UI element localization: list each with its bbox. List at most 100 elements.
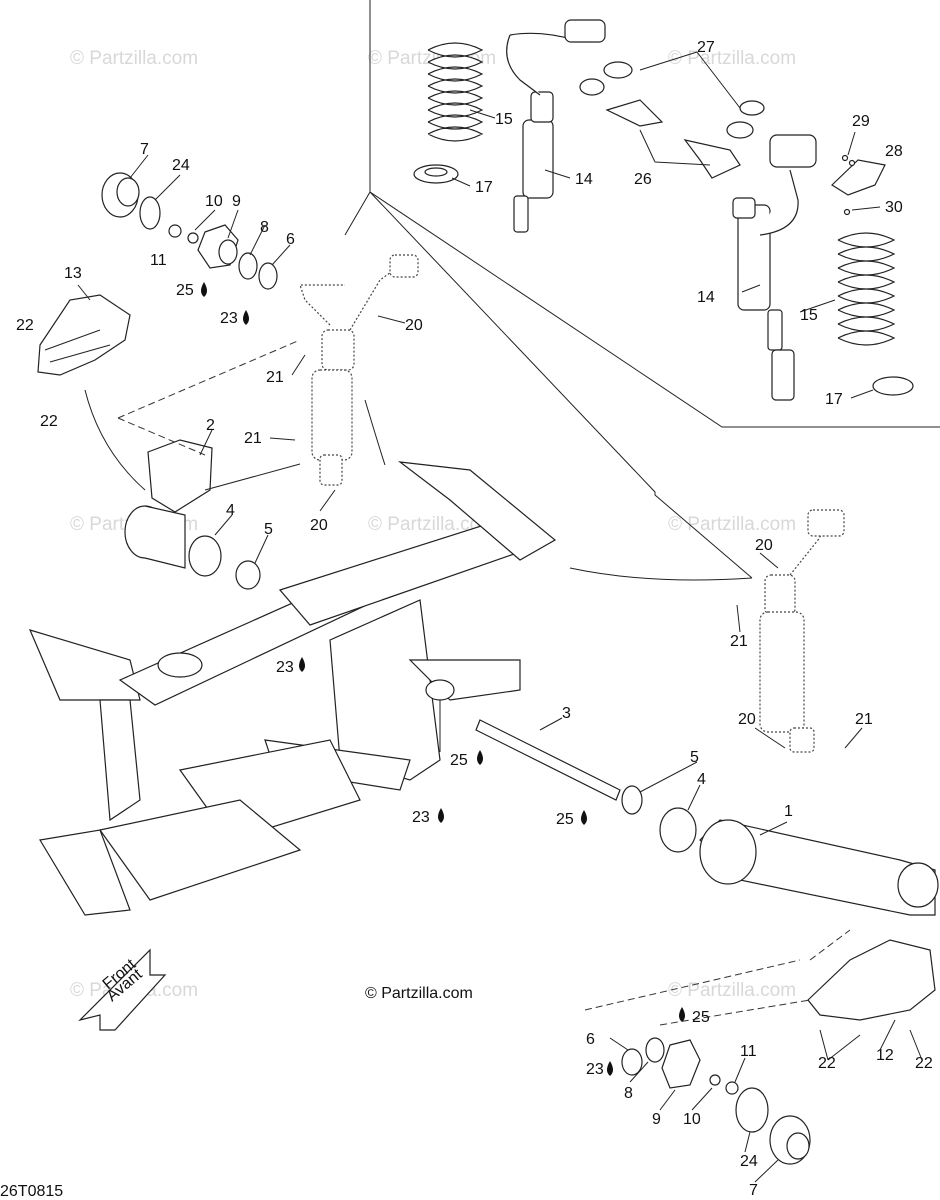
swing-arm-1-end — [897, 862, 939, 908]
callout-23: 23 — [276, 659, 294, 676]
guard-13-ribs — [44, 329, 111, 363]
watermark: © Partzilla.com — [70, 48, 198, 69]
callout-23: 23 — [586, 1061, 604, 1078]
callout-29: 29 — [852, 113, 870, 130]
callout-15: 15 — [495, 111, 513, 128]
callout-20: 20 — [755, 537, 773, 554]
shock-absorber-standard — [299, 254, 419, 486]
callout-leaders — [77, 51, 923, 1183]
callout-22: 22 — [915, 1055, 933, 1072]
callout-4: 4 — [226, 502, 235, 519]
leader-dashed — [117, 339, 301, 456]
callout-30: 30 — [885, 199, 903, 216]
callout-3: 3 — [562, 705, 571, 722]
leader-dashed — [809, 929, 851, 961]
callout-28: 28 — [885, 143, 903, 160]
spring-seat-17-left-hole — [424, 167, 448, 177]
screw-29 — [848, 159, 856, 167]
callout-10: 10 — [683, 1111, 701, 1128]
screw-29 — [841, 154, 849, 162]
callout-4: 4 — [697, 771, 706, 788]
arrow-path — [364, 399, 386, 466]
callout-5: 5 — [264, 521, 273, 538]
watermark: © Partzilla.com — [668, 514, 796, 535]
bushing-4-sleeve-body — [144, 505, 186, 569]
callout-13: 13 — [64, 265, 82, 282]
shock-absorber-standard-right — [759, 509, 845, 753]
shock-absorber-14-right — [732, 134, 817, 401]
callout-8: 8 — [260, 219, 269, 236]
inset-leader — [369, 191, 753, 579]
bracket-28 — [831, 159, 886, 196]
shaft-3 — [475, 719, 621, 801]
callout-5: 5 — [690, 749, 699, 766]
spring-15-left — [427, 42, 484, 142]
guard-12 — [807, 939, 936, 1021]
callout-21: 21 — [244, 430, 262, 447]
callout-25: 25 — [556, 811, 574, 828]
shock-absorber-14-left — [506, 19, 606, 233]
callout-14: 14 — [575, 171, 593, 188]
callout-25: 25 — [692, 1009, 710, 1026]
callout-17: 17 — [825, 391, 843, 408]
leader-dashed — [584, 959, 811, 1026]
callout-2: 2 — [206, 417, 215, 434]
callout-22: 22 — [16, 317, 34, 334]
callout-26: 26 — [634, 171, 652, 188]
callout-1: 1 — [784, 803, 793, 820]
callout-9: 9 — [652, 1111, 661, 1128]
hub-assembly-left — [101, 172, 278, 290]
callout-7: 7 — [749, 1182, 758, 1199]
callout-11: 11 — [150, 252, 167, 269]
copyright-text: © Partzilla.com — [365, 985, 473, 1002]
callout-24: 24 — [172, 157, 190, 174]
callout-labels: 27 15 17 14 26 29 28 30 14 15 17 7 24 10… — [16, 39, 933, 1199]
arrow-path — [84, 389, 146, 491]
spring-15-right — [837, 232, 896, 346]
callout-21: 21 — [730, 633, 748, 650]
hub-assembly-right — [621, 1037, 811, 1165]
drawing-code: 26T0815 — [0, 1183, 63, 1200]
hose-clamps-27 — [579, 61, 765, 139]
grease-droplets — [201, 282, 685, 1076]
callout-9: 9 — [232, 193, 241, 210]
callout-20: 20 — [310, 517, 328, 534]
callout-7: 7 — [140, 141, 149, 158]
bracket-2 — [147, 439, 213, 513]
callout-21: 21 — [266, 369, 284, 386]
nut-30 — [843, 208, 851, 216]
callout-15: 15 — [800, 307, 818, 324]
callout-24: 24 — [740, 1153, 758, 1170]
front-direction-arrow: Front Avant — [78, 948, 167, 1031]
inset-leader — [344, 191, 371, 236]
callout-8: 8 — [624, 1085, 633, 1102]
callout-20: 20 — [405, 317, 423, 334]
spring-seat-17-right — [872, 376, 914, 396]
callout-14: 14 — [697, 289, 715, 306]
chassis-frame — [28, 461, 557, 916]
arrow-path — [569, 567, 753, 581]
callout-17: 17 — [475, 179, 493, 196]
retaining-ring-5-right — [621, 785, 643, 815]
bracket-26-a — [605, 99, 664, 127]
callout-6: 6 — [586, 1031, 595, 1048]
swing-arm-1-pivot — [699, 819, 757, 885]
callout-12: 12 — [876, 1047, 894, 1064]
callout-11: 11 — [740, 1043, 757, 1060]
bearing-4-right — [659, 807, 697, 853]
callout-27: 27 — [697, 39, 715, 56]
watermark: © Partzilla.com — [668, 48, 796, 69]
watermark: © Partzilla.com — [668, 980, 796, 1001]
callout-22: 22 — [818, 1055, 836, 1072]
bracket-26-b — [683, 139, 741, 179]
callout-23: 23 — [220, 310, 238, 327]
retaining-ring-5 — [235, 560, 261, 590]
watermark: © Partzilla.com — [368, 514, 496, 535]
callout-6: 6 — [286, 231, 295, 248]
callout-23: 23 — [412, 809, 430, 826]
callout-10: 10 — [205, 193, 223, 210]
arrow-path — [204, 463, 301, 491]
callout-25: 25 — [176, 282, 194, 299]
bearing-4 — [188, 535, 222, 577]
